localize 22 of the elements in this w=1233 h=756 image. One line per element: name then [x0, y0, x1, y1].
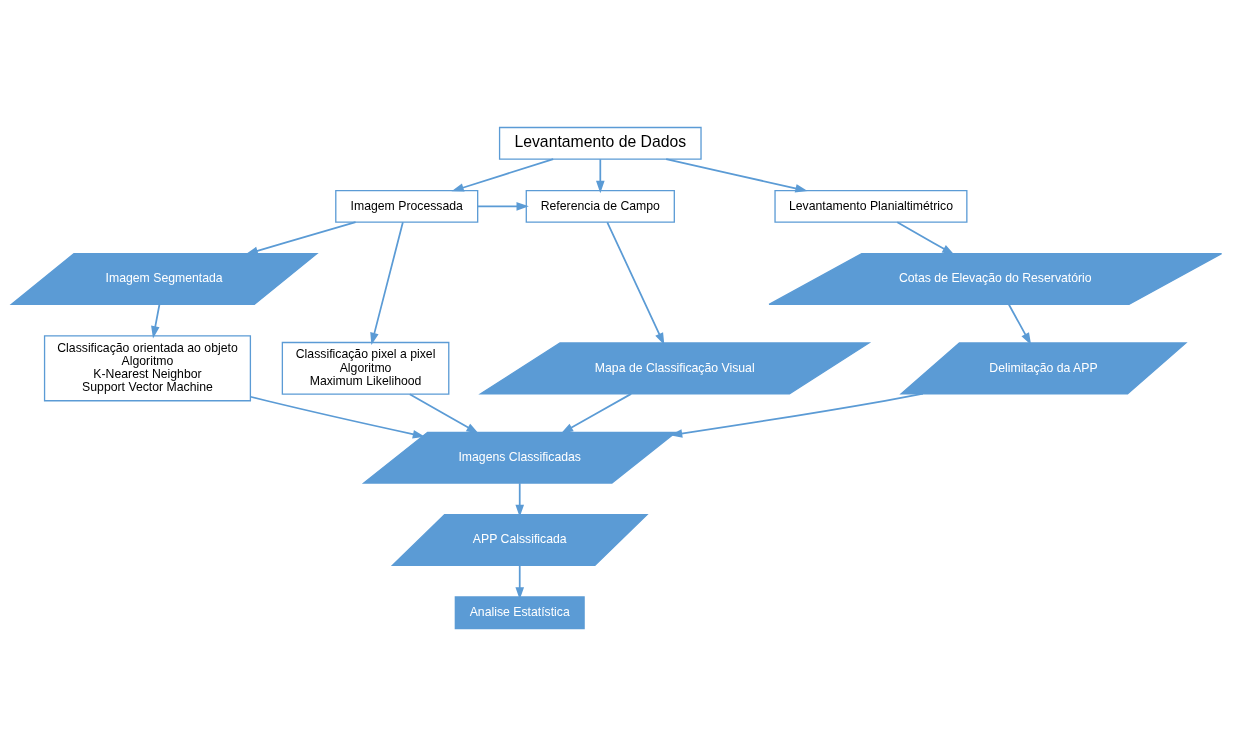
arrow [596, 158, 605, 194]
arrow [249, 395, 426, 439]
arrow [451, 158, 555, 192]
arrow [665, 158, 808, 193]
node-box: Levantamento Planialtimétrico [774, 189, 968, 223]
node-box: Classificação pixel a pixel Algoritmo Maximum Likelihood [281, 341, 450, 395]
node-box: Classificação orientada ao objeto Algoritmo K-Nearest Neighbor Support Vector Machine [43, 335, 252, 402]
arrow [370, 221, 404, 345]
arrow [896, 221, 955, 255]
node-box: Levantamento de Dados [498, 126, 702, 160]
arrow [560, 393, 633, 434]
arrow [606, 221, 665, 346]
arrow [245, 221, 357, 255]
arrow [476, 202, 529, 211]
arrow [151, 303, 161, 339]
node-box: Analise Estatística [454, 596, 585, 630]
arrow [515, 564, 525, 600]
node-box: Referencia de Campo [525, 189, 675, 223]
arrow [1008, 303, 1032, 346]
arrow [408, 393, 479, 434]
arrow [669, 392, 924, 438]
node-box: Imagem Processada [335, 189, 479, 223]
